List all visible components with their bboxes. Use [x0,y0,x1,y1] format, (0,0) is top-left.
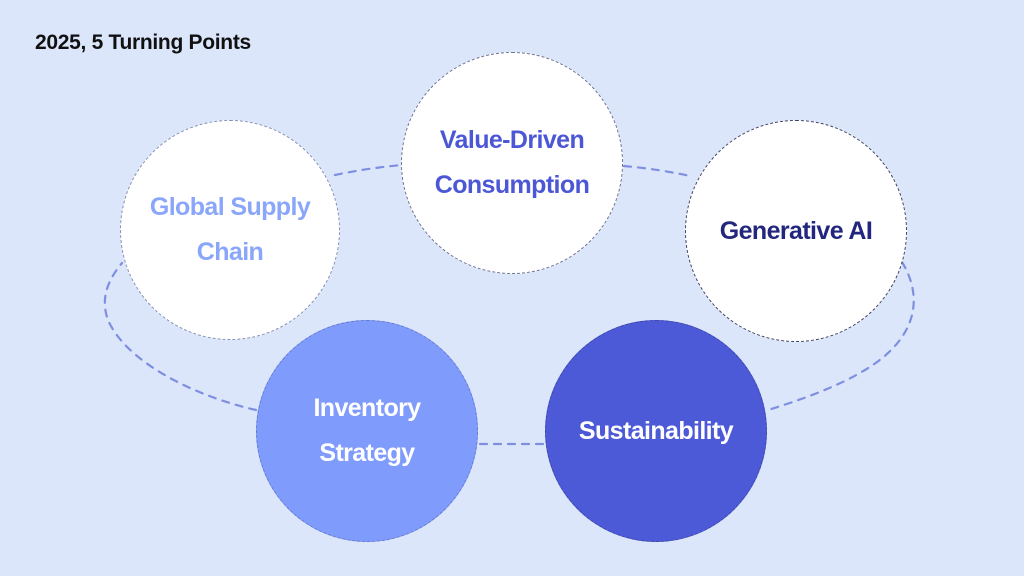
node-label-generative-ai: Generative AI [719,216,873,245]
node-global-supply-chain: Global Supply Chain [120,120,340,340]
node-inventory-strategy: Inventory Strategy [256,320,478,542]
node-generative-ai: Generative AI [685,120,907,342]
node-label-inventory-strategy: Inventory Strategy [313,394,421,467]
node-value-driven-consumption: Value-Driven Consumption [401,52,623,274]
node-label-sustainability: Sustainability [578,416,734,445]
connector-value-genai [622,164,692,178]
connector-inventory-supply [103,261,258,412]
node-label-global-supply-chain: Global Supply Chain [149,193,311,266]
connector-genai-sustain [766,260,915,412]
slide-title: 2025, 5 Turning Points [35,31,251,54]
node-label-value-driven-consumption: Value-Driven Consumption [434,126,590,199]
node-sustainability: Sustainability [545,320,767,542]
connector-supply-value [333,163,404,177]
